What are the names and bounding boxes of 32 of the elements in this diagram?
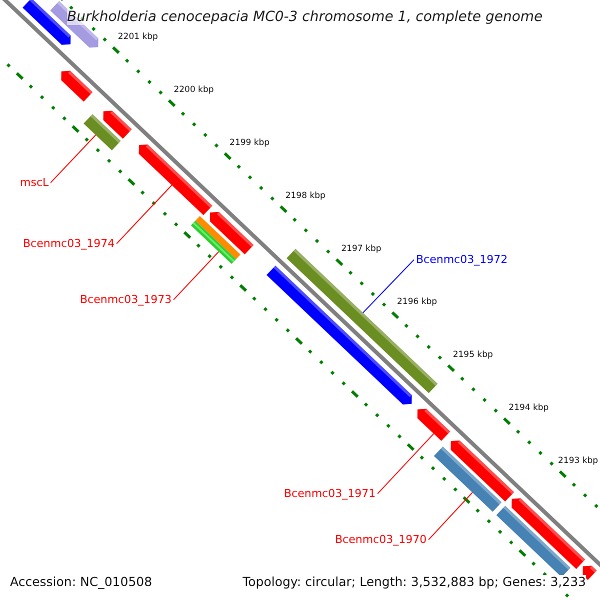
tick-label: 2193 kbp <box>558 456 598 467</box>
tick-label: 2200 kbp <box>174 86 214 96</box>
leader-line <box>377 433 434 494</box>
tick-label: 2195 kbp <box>452 350 493 361</box>
gene-block <box>417 408 450 441</box>
gene-block <box>103 110 132 139</box>
leader-line <box>173 251 220 300</box>
gene-block <box>138 144 212 216</box>
leader-line <box>116 184 172 244</box>
gene-block <box>512 498 586 569</box>
gene-block <box>496 506 571 578</box>
gene-label: Bcenmc03_1971 <box>284 488 376 501</box>
tick-label: 2197 kbp <box>341 245 382 255</box>
gene-block <box>434 446 502 512</box>
tick-label: 2199 kbp <box>230 139 270 149</box>
leader-line <box>428 492 473 540</box>
footer-text: Topology: circular; Length: 3,532,883 bp; Genes: 3,233 <box>242 575 586 590</box>
gene-label: Bcenmc03_1972 <box>416 254 508 267</box>
gene-block <box>61 70 93 102</box>
leader-line <box>362 259 414 314</box>
footer-text: Accession: NC_010508 <box>10 575 152 590</box>
gene-label: Bcenmc03_1974 <box>23 238 115 251</box>
tick-label: 2196 kbp <box>397 298 438 308</box>
tick-label: 2201 kbp <box>118 33 158 43</box>
tick-label: 2194 kbp <box>508 404 549 414</box>
tick-label: 2198 kbp <box>285 192 326 202</box>
gene-block <box>210 212 254 254</box>
gene-label: mscL <box>20 177 49 190</box>
gene-label: Bcenmc03_1973 <box>80 294 172 307</box>
gene-block <box>450 440 514 502</box>
gene-block <box>84 114 121 150</box>
gene-label: Bcenmc03_1970 <box>335 534 427 547</box>
